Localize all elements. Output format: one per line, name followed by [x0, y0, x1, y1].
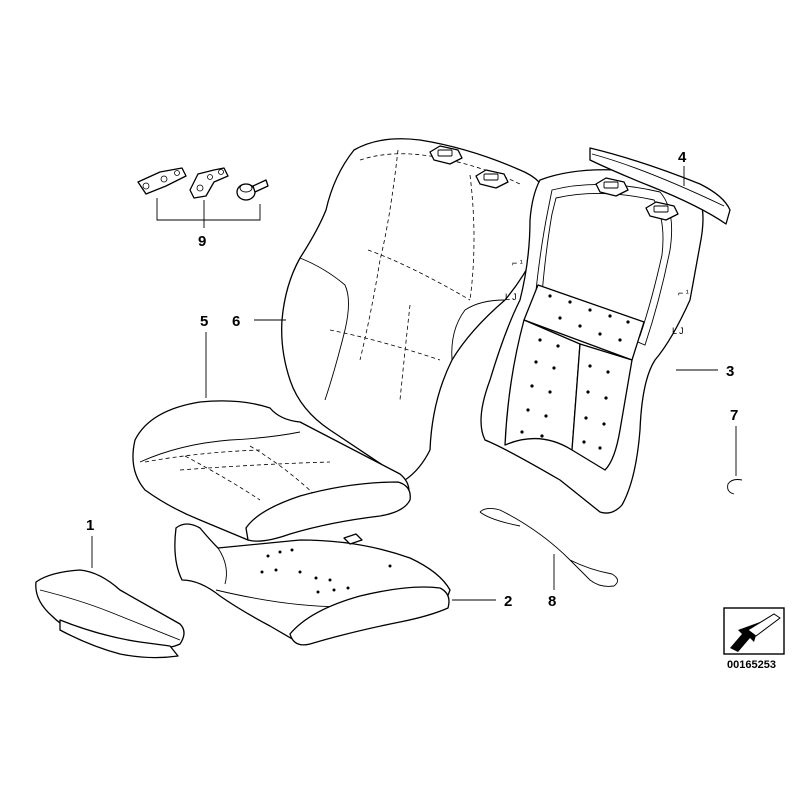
- svg-text:L J: L J: [505, 292, 517, 302]
- bracket-part-right[interactable]: [189, 167, 229, 199]
- callout-9-leader: [156, 198, 261, 228]
- trim-strip-part[interactable]: [589, 147, 731, 225]
- callout-6[interactable]: 6: [232, 313, 240, 330]
- svg-text:L J: L J: [672, 326, 684, 336]
- pad-dots: [520, 294, 630, 450]
- callout-4[interactable]: 4: [678, 149, 687, 166]
- backrest-cover-part[interactable]: ⌐ ¹ L J: [281, 138, 549, 481]
- document-number: 00165253: [727, 659, 776, 671]
- callout-8[interactable]: 8: [548, 593, 556, 610]
- callout-2[interactable]: 2: [504, 593, 512, 610]
- orientation-arrow-icon: [723, 607, 785, 655]
- backrest-pad-part[interactable]: ⌐ ¹ L J: [480, 169, 704, 514]
- callout-1[interactable]: 1: [86, 517, 94, 534]
- seat-cover-part[interactable]: [132, 400, 411, 542]
- svg-text:⌐ ¹: ⌐ ¹: [678, 288, 689, 298]
- clip-part[interactable]: [727, 479, 743, 495]
- bolt-part[interactable]: [236, 179, 269, 201]
- base-dots: [260, 548, 392, 594]
- callout-7[interactable]: 7: [730, 407, 738, 424]
- callout-9[interactable]: 9: [198, 233, 206, 250]
- svg-text:⌐ ¹: ⌐ ¹: [512, 258, 523, 268]
- cable-part[interactable]: [479, 507, 618, 587]
- bracket-part-left[interactable]: [137, 167, 187, 195]
- seat-extension-part[interactable]: [35, 569, 185, 659]
- seat-base-part[interactable]: [174, 523, 451, 646]
- callout-5[interactable]: 5: [200, 313, 208, 330]
- callout-3[interactable]: 3: [726, 363, 734, 380]
